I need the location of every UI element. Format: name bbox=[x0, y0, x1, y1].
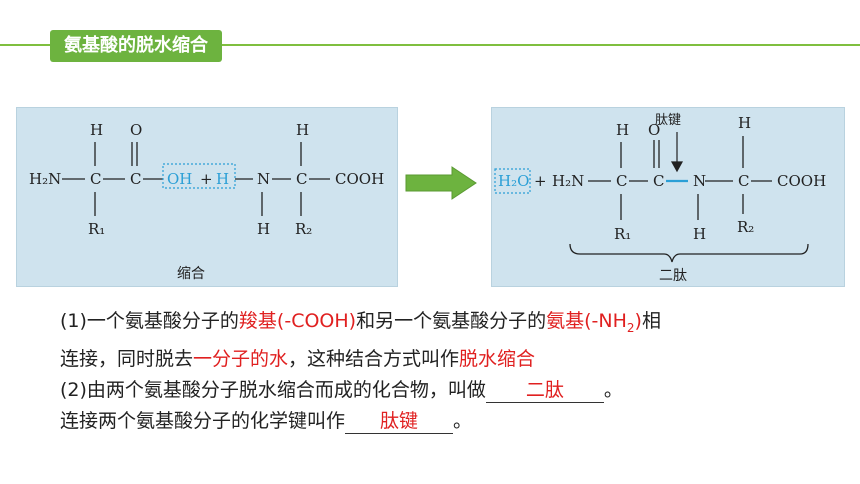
dipeptide-diagram: 肽键 H O H H₂O + H₂N C C N C COOH R₁ H R₂ … bbox=[491, 107, 845, 287]
term-water: 一分子的水 bbox=[193, 347, 289, 370]
atom-r1: R₁ bbox=[614, 225, 631, 243]
atom-r2: R₂ bbox=[737, 218, 754, 236]
line-4: 连接两个氨基酸分子的化学键叫作肽键。 bbox=[60, 409, 473, 434]
plus-sign: + bbox=[534, 172, 547, 190]
atom-o-top: O bbox=[648, 121, 660, 139]
term-amino: 氨基(-NH2) bbox=[546, 310, 642, 335]
condensation-svg: H O H H₂N C C OH + H N C COOH R₁ H R₂ 缩合 bbox=[29, 121, 384, 282]
atom-oh: OH bbox=[167, 170, 192, 188]
answer-blank-peptide-bond: 肽键 bbox=[345, 409, 454, 434]
header-rule bbox=[0, 44, 860, 46]
atom-c3: C bbox=[738, 172, 749, 190]
atom-n: N bbox=[693, 172, 706, 190]
bond-pointer-arrow bbox=[670, 132, 684, 173]
water-box bbox=[494, 168, 531, 194]
atom-c3: C bbox=[296, 170, 307, 188]
bond-lines bbox=[62, 142, 330, 216]
atom-c1: C bbox=[90, 170, 101, 188]
atom-c2: C bbox=[653, 172, 664, 190]
atom-h-top-2: H bbox=[738, 114, 751, 132]
water-removal-box bbox=[162, 163, 236, 189]
reaction-arrow-icon bbox=[404, 165, 480, 205]
term-carboxyl: 羧基(-COOH) bbox=[238, 310, 357, 332]
line-1: (1)一个氨基酸分子的羧基(-COOH)和另一个氨基酸分子的氨基(-NH2)相 bbox=[60, 310, 661, 335]
atom-h-top-1: H bbox=[90, 121, 103, 139]
plus-sign: + bbox=[200, 170, 213, 188]
caption-dipeptide: 二肽 bbox=[659, 268, 687, 284]
dipeptide-svg: 肽键 H O H H₂O + H₂N C C N C COOH R₁ H R₂ … bbox=[494, 113, 826, 284]
bond-lines bbox=[569, 136, 809, 263]
atom-h-bottom: H bbox=[693, 225, 706, 243]
atom-r2: R₂ bbox=[295, 220, 312, 238]
answer-blank-dipeptide: 二肽 bbox=[485, 378, 604, 403]
atom-h2o: H₂O bbox=[498, 172, 529, 190]
atom-h-mid: H bbox=[216, 170, 229, 188]
atom-o-top: O bbox=[130, 121, 142, 139]
peptide-bond-label: 肽键 bbox=[655, 113, 681, 128]
atom-r1: R₁ bbox=[88, 220, 105, 238]
explanation-text: (1)一个氨基酸分子的羧基(-COOH)和另一个氨基酸分子的氨基(-NH2)相 … bbox=[60, 306, 820, 437]
page-title: 氨基酸的脱水缩合 bbox=[50, 30, 222, 62]
atom-c1: C bbox=[616, 172, 627, 190]
atom-h-top-2: H bbox=[296, 121, 309, 139]
line-2: 连接，同时脱去一分子的水，这种结合方式叫作脱水缩合 bbox=[60, 347, 536, 370]
atom-cooh: COOH bbox=[777, 172, 826, 190]
term-dehydration: 脱水缩合 bbox=[459, 347, 536, 370]
line-3: (2)由两个氨基酸分子脱水缩合而成的化合物，叫做二肽。 bbox=[60, 378, 623, 403]
atom-h-top-1: H bbox=[616, 121, 629, 139]
atom-h2n: H₂N bbox=[552, 172, 584, 190]
atom-h2n: H₂N bbox=[29, 170, 61, 188]
atom-cooh: COOH bbox=[335, 170, 384, 188]
caption-condensation: 缩合 bbox=[177, 266, 205, 282]
atom-c2: C bbox=[130, 170, 141, 188]
atom-h-bottom: H bbox=[257, 220, 270, 238]
condensation-diagram: H O H H₂N C C OH + H N C COOH R₁ H R₂ 缩合 bbox=[16, 107, 398, 287]
atom-n: N bbox=[257, 170, 270, 188]
